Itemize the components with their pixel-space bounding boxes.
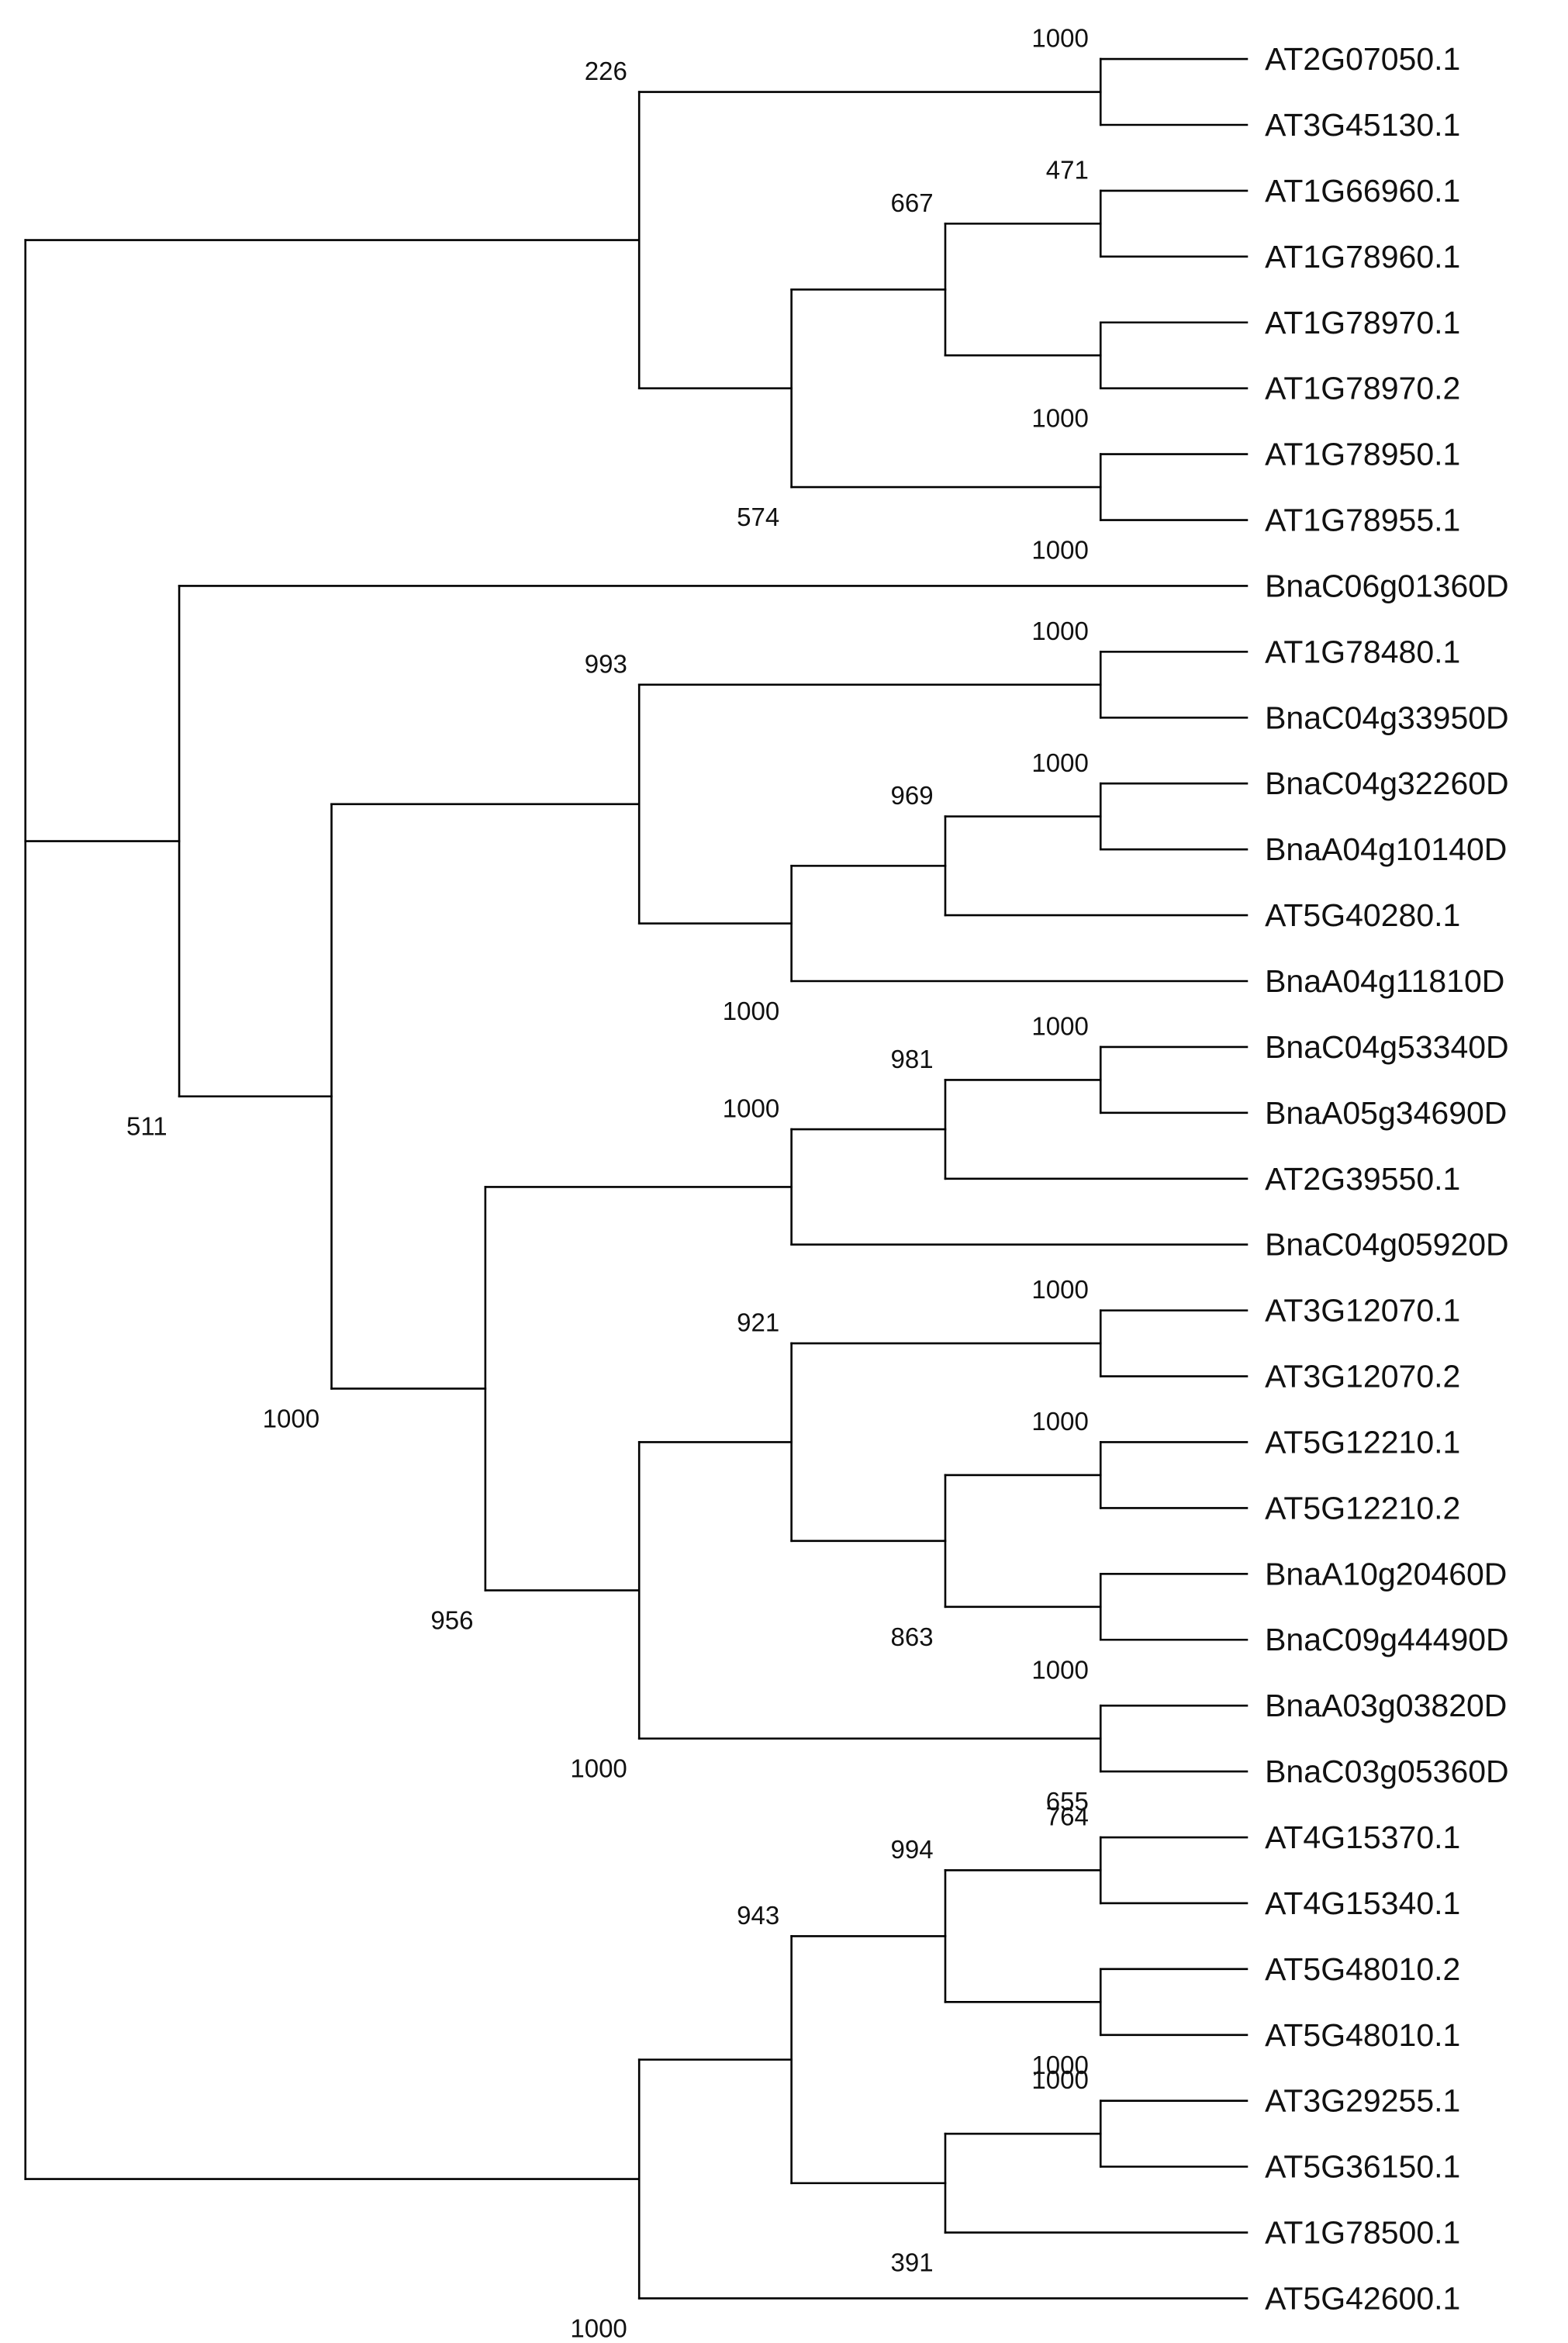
bootstrap-value: 391	[891, 2248, 934, 2277]
bootstrap-value: 1000	[723, 997, 779, 1025]
bootstrap-value: 574	[737, 503, 779, 531]
leaf-label: BnaC03g05360D	[1265, 1754, 1509, 1789]
leaf-label: AT3G45130.1	[1265, 107, 1460, 143]
leaf-label: AT5G40280.1	[1265, 897, 1460, 933]
leaf-label: AT1G78970.1	[1265, 305, 1460, 340]
leaf-label: AT1G66960.1	[1265, 173, 1460, 209]
tree-branches	[24, 57, 1249, 2300]
leaf-label: AT5G48010.2	[1265, 1951, 1460, 1987]
bootstrap-value: 655	[1046, 1787, 1089, 1816]
bootstrap-value: 993	[585, 649, 627, 678]
leaf-label: AT2G39550.1	[1265, 1161, 1460, 1197]
leaf-label: AT1G78970.2	[1265, 371, 1460, 406]
leaf-label: AT3G29255.1	[1265, 2083, 1460, 2119]
leaf-label: BnaC06g01360D	[1265, 568, 1509, 603]
leaf-label: AT5G42600.1	[1265, 2280, 1460, 2316]
leaf-label: AT5G36150.1	[1265, 2149, 1460, 2185]
leaf-label: AT5G12210.1	[1265, 1424, 1460, 1460]
bootstrap-value: 956	[430, 1606, 473, 1635]
bootstrap-value: 667	[891, 188, 934, 217]
bootstrap-labels: 1000 226 471 667 1000 574 1000 511 1000 993 1000 96…	[126, 24, 1089, 2343]
leaf-label: AT1G78480.1	[1265, 634, 1460, 669]
bootstrap-value: 1000	[1031, 2051, 1088, 2079]
leaf-label: BnaA05g34690D	[1265, 1095, 1507, 1131]
leaf-label: BnaC04g32260D	[1265, 765, 1509, 801]
leaf-label: AT1G78955.1	[1265, 503, 1460, 538]
leaf-label: AT5G48010.1	[1265, 2017, 1460, 2053]
bootstrap-value: 1000	[1031, 2065, 1088, 2094]
bootstrap-value: 511	[126, 1112, 168, 1141]
bootstrap-value: 943	[737, 1901, 779, 1930]
leaf-label: AT1G78500.1	[1265, 2215, 1460, 2251]
bootstrap-value: 1000	[263, 1404, 319, 1432]
bootstrap-value: 1000	[1031, 748, 1088, 777]
leaf-label: AT4G15340.1	[1265, 1885, 1460, 1921]
bootstrap-value: 1000	[1031, 536, 1088, 565]
leaf-label: BnaC09g44490D	[1265, 1622, 1509, 1657]
bootstrap-value: 1000	[1031, 404, 1088, 433]
leaf-label: AT3G12070.2	[1265, 1359, 1460, 1394]
bootstrap-value: 1000	[1031, 24, 1088, 53]
leaf-label: BnaA04g11810D	[1265, 963, 1504, 999]
bootstrap-value: 1000	[570, 2314, 627, 2342]
leaf-label: AT1G78950.1	[1265, 437, 1460, 472]
bootstrap-value: 1000	[1031, 617, 1088, 645]
bootstrap-value: 1000	[1031, 1655, 1088, 1684]
leaf-label: BnaA10g20460D	[1265, 1556, 1507, 1591]
bootstrap-value: 226	[585, 57, 627, 85]
bootstrap-value: 1000	[723, 1094, 779, 1123]
bootstrap-value: 994	[891, 1835, 934, 1864]
leaf-label: BnaC04g33950D	[1265, 700, 1509, 735]
bootstrap-value: 969	[891, 781, 934, 810]
leaf-label: BnaA04g10140D	[1265, 831, 1507, 867]
bootstrap-value: 863	[891, 1622, 934, 1651]
bootstrap-value: 1000	[570, 1754, 627, 1783]
bootstrap-value: 1000	[1031, 1407, 1088, 1436]
leaf-label: BnaC04g53340D	[1265, 1029, 1509, 1065]
leaf-label: AT2G07050.1	[1265, 41, 1460, 77]
bootstrap-value: 1000	[1031, 1011, 1088, 1040]
bootstrap-value: 921	[737, 1308, 779, 1337]
leaf-label: AT3G12070.1	[1265, 1293, 1460, 1329]
leaf-label: AT5G12210.2	[1265, 1490, 1460, 1526]
bootstrap-value: 471	[1046, 155, 1089, 184]
leaf-labels: AT2G07050.1AT3G45130.1AT1G66960.1AT1G789…	[1265, 41, 1509, 2316]
bootstrap-value: 981	[891, 1045, 934, 1073]
bootstrap-value: 1000	[1031, 1275, 1088, 1304]
leaf-label: AT1G78960.1	[1265, 239, 1460, 275]
leaf-label: BnaC04g05920D	[1265, 1227, 1509, 1263]
bootstrap-value: 764	[1046, 1802, 1089, 1831]
leaf-label: AT4G15370.1	[1265, 1819, 1460, 1855]
leaf-label: BnaA03g03820D	[1265, 1688, 1507, 1723]
